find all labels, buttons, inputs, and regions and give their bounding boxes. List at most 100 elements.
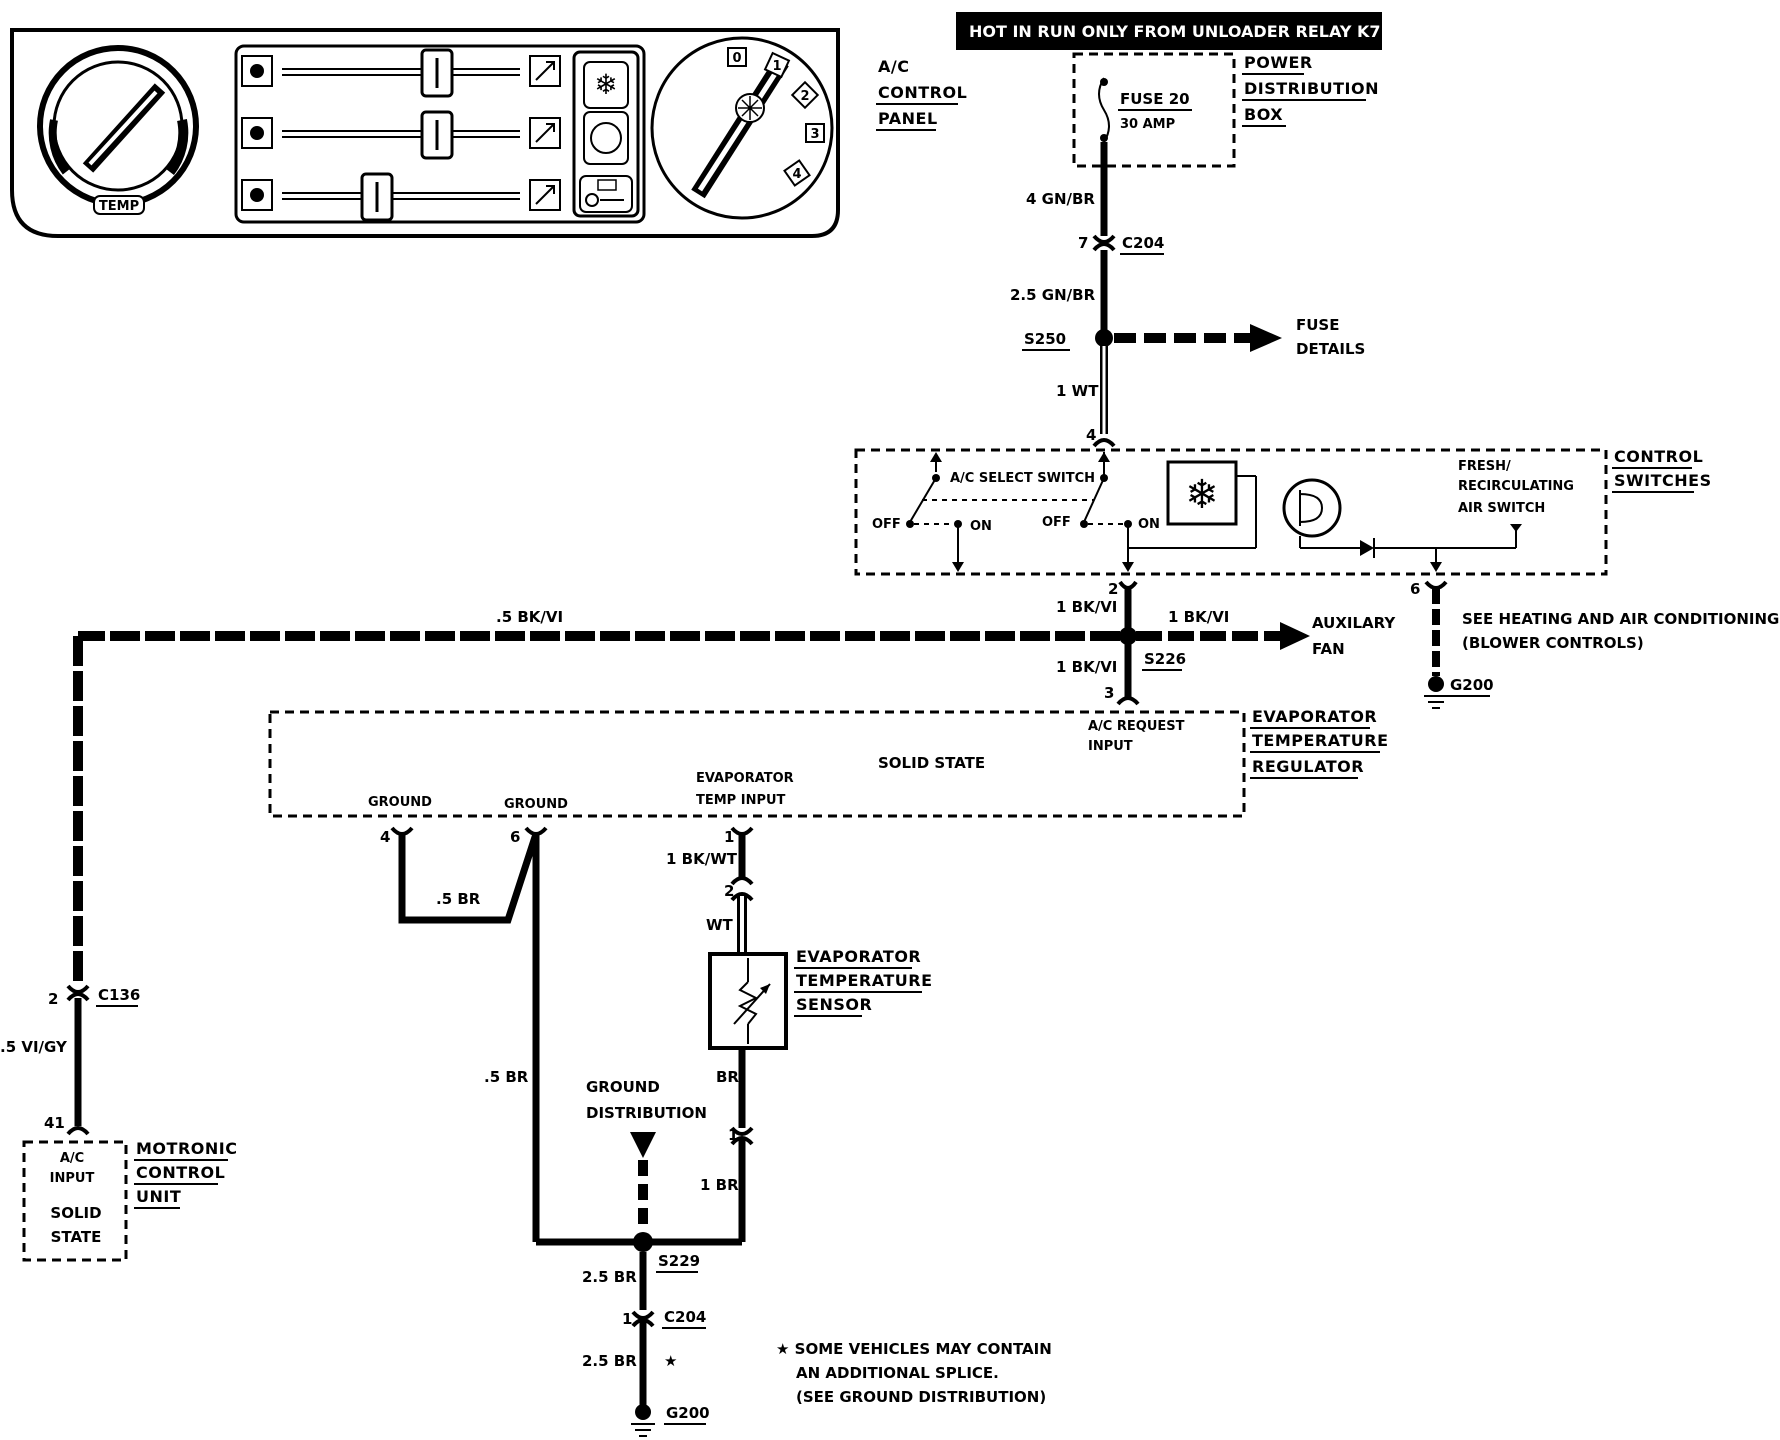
slider-row-3[interactable] — [241, 172, 561, 222]
svg-text:EVAPORATOR: EVAPORATOR — [1252, 707, 1377, 726]
note-line-3: (SEE GROUND DISTRIBUTION) — [796, 1388, 1046, 1406]
recirculation-button[interactable] — [583, 111, 629, 165]
etr-pin1: 1 — [724, 828, 734, 846]
pin-41: 41 — [44, 1114, 65, 1132]
splice-s229 — [633, 1232, 653, 1252]
etr-ground-2: GROUND — [504, 797, 568, 812]
c136-label: C136 — [98, 986, 140, 1004]
wire-5br-long: .5 BR — [484, 1068, 529, 1086]
see-heating-2: (BLOWER CONTROLS) — [1462, 634, 1644, 652]
ground-dist-2: DISTRIBUTION — [586, 1104, 707, 1122]
etr-ground-wires: 4 6 .5 BR .5 BR — [380, 826, 742, 1246]
fuse-icon — [1098, 77, 1110, 143]
ac-request-1: A/C REQUEST — [1088, 719, 1185, 734]
sensor-pin1: 1 — [728, 1126, 738, 1144]
c204-bottom-label: C204 — [664, 1308, 706, 1326]
wire-1bkvi-a: 1 BK/VI — [1056, 598, 1117, 616]
wire-5bkvi: .5 BK/VI — [496, 608, 563, 626]
etr-solid-state: SOLID STATE — [878, 754, 985, 772]
ac-control-panel: TEMP — [10, 28, 967, 238]
fuse-rating: 30 AMP — [1120, 117, 1175, 132]
fan-pos-1: 1 — [772, 59, 781, 74]
temp-dial[interactable]: TEMP — [37, 45, 199, 215]
wire-1bkvi-b: 1 BK/VI — [1168, 608, 1229, 626]
splice-s226 — [1119, 627, 1137, 645]
aux-fan-1: AUXILARY — [1312, 614, 1396, 632]
etr-ground-1: GROUND — [368, 795, 432, 810]
etr-pin3: 3 — [1104, 684, 1114, 702]
mcu-ac-input-1: A/C — [60, 1151, 84, 1166]
svg-text:DISTRIBUTION: DISTRIBUTION — [1244, 79, 1379, 98]
s250-label: S250 — [1024, 330, 1066, 348]
svg-text:POWER: POWER — [1244, 53, 1313, 72]
s229-label: S229 — [658, 1252, 700, 1270]
svg-text:BOX: BOX — [1244, 105, 1283, 124]
wire-wt: WT — [706, 916, 734, 934]
defrost-icon — [585, 193, 599, 207]
ac-request-2: INPUT — [1088, 739, 1133, 754]
wire-25gnbr: 2.5 GN/BR — [1010, 286, 1096, 304]
snowflake-indicator-icon: ❄ — [1185, 472, 1219, 518]
defrost-button[interactable] — [579, 175, 633, 213]
power-distribution-box: FUSE 20 30 AMP POWER DISTRIBUTION BOX — [1072, 52, 1379, 168]
svg-text:CONTROL: CONTROL — [878, 83, 967, 102]
fan-pos-0: 0 — [732, 51, 741, 66]
wire-br: BR — [716, 1068, 739, 1086]
c204-top-label: C204 — [1122, 234, 1164, 252]
sensor-pin2: 2 — [724, 882, 734, 900]
wire-5br-loop: .5 BR — [436, 890, 481, 908]
ground-dist-1: GROUND — [586, 1078, 660, 1096]
fresh-line-2: RECIRCULATING — [1458, 479, 1574, 494]
bkvi-wires: 2 1 BK/VI S226 1 BK/VI 3 1 BK/VI AUXILAR… — [73, 580, 1779, 982]
svg-text:HOT IN RUN ONLY FROM UNLOADER: HOT IN RUN ONLY FROM UNLOADER RELAY K7 — [969, 22, 1381, 41]
switch1-off: OFF — [872, 517, 901, 532]
slider-block: ❄ — [234, 44, 646, 224]
aux-fan-2: FAN — [1312, 640, 1345, 658]
wire-25br-a: 2.5 BR — [582, 1268, 637, 1286]
fan-pos-4: 4 — [792, 167, 801, 182]
wire-5vigy: .5 VI/GY — [0, 1038, 68, 1056]
svg-text:CONTROL: CONTROL — [136, 1163, 225, 1182]
svg-text:SENSOR: SENSOR — [796, 995, 872, 1014]
recirculate-icon — [590, 122, 622, 154]
fan-pos-2: 2 — [800, 89, 809, 104]
hot-in-run-banner: HOT IN RUN ONLY FROM UNLOADER RELAY K7 — [956, 12, 1382, 50]
wire-25br-b: 2.5 BR — [582, 1352, 637, 1370]
c136-pin: 2 — [48, 990, 58, 1008]
ac-control-panel-label: A/C CONTROL PANEL — [876, 57, 967, 131]
svg-text:UNIT: UNIT — [136, 1187, 181, 1206]
switch1-on: ON — [970, 519, 992, 534]
g200-right: G200 — [1450, 676, 1494, 694]
indicator-lamp-icon — [1282, 478, 1342, 538]
switch2-on: ON — [1138, 517, 1160, 532]
wire-4gnbr: 4 GN/BR — [1026, 190, 1095, 208]
s226-label: S226 — [1144, 650, 1186, 668]
control-switches: A/C SELECT SWITCH OFF ON OFF ON ❄ FRESH/… — [854, 447, 1712, 576]
slider-row-2[interactable] — [241, 110, 561, 160]
mcu-ac-input-2: INPUT — [50, 1171, 95, 1186]
evaporator-temperature-regulator: A/C REQUEST INPUT SOLID STATE GROUND GRO… — [268, 707, 1388, 818]
fan-position-markers: 0 1 2 3 4 — [727, 47, 825, 187]
thermistor-icon — [737, 981, 759, 1025]
wire-1bkvi-c: 1 BK/VI — [1056, 658, 1117, 676]
etr-pin6: 6 — [510, 828, 520, 846]
mcu-solid-2: STATE — [51, 1228, 102, 1246]
ac-snowflake-button[interactable]: ❄ — [583, 61, 629, 109]
fuse-details-2: DETAILS — [1296, 340, 1365, 358]
svg-text:TEMPERATURE: TEMPERATURE — [796, 971, 933, 990]
svg-text:SWITCHES: SWITCHES — [1614, 471, 1712, 490]
svg-text:A/C: A/C — [878, 57, 909, 76]
fresh-line-3: AIR SWITCH — [1458, 501, 1545, 516]
fuse-name: FUSE 20 — [1120, 90, 1190, 108]
mcu-solid-1: SOLID — [50, 1204, 101, 1222]
wire-1bkwt: 1 BK/WT — [666, 850, 738, 868]
slider-row-1[interactable] — [241, 48, 561, 98]
motronic-control-unit: 2 C136 .5 VI/GY 41 A/C INPUT SOLID STATE… — [0, 984, 237, 1262]
ground-distribution: GROUND DISTRIBUTION S229 2.5 BR 1 C204 2… — [582, 1078, 1052, 1437]
note-line-2: AN ADDITIONAL SPLICE. — [796, 1364, 999, 1382]
c204-bottom-pin: 1 — [622, 1310, 632, 1328]
evap-temp-2: TEMP INPUT — [696, 793, 786, 808]
splice-s250 — [1095, 329, 1113, 347]
